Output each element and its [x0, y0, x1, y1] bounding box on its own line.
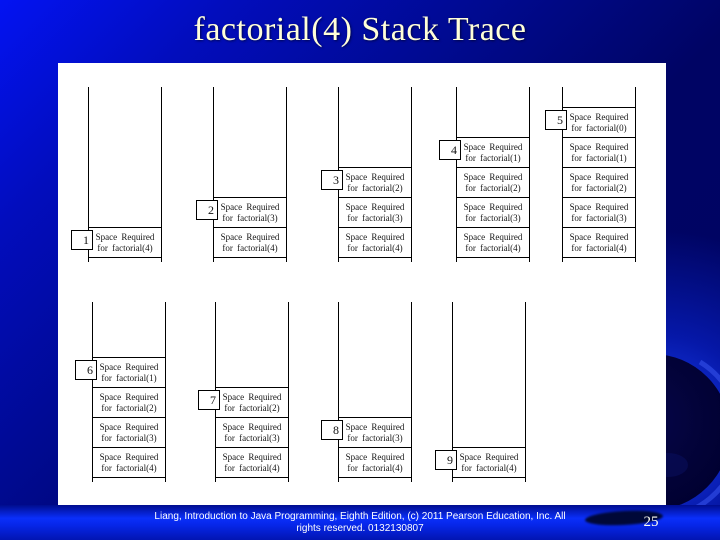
stack-frame-text-line1: Space Required	[95, 232, 155, 242]
stack-number-label: 1	[71, 230, 93, 250]
copyright-text: Liang, Introduction to Java Programming,…	[0, 511, 720, 535]
stack-number-label: 7	[198, 390, 220, 410]
stack-frame-text-line1: Space Required	[569, 172, 629, 182]
stack-frame-text-line1: Space Required	[345, 452, 405, 462]
stack-frame-text-line1: Space Required	[222, 452, 282, 462]
stack-frame-text-line2: for factorial(3)	[224, 433, 280, 443]
stack-frame-text-line2: for factorial(2)	[347, 183, 403, 193]
stack-frame-text-line1: Space Required	[569, 112, 629, 122]
stack-frame-text-line2: for factorial(4)	[97, 243, 153, 253]
stack-frame-text-line2: for factorial(4)	[347, 243, 403, 253]
stack-frame-text-line2: for factorial(4)	[222, 243, 278, 253]
stack-frame-text-line1: Space Required	[345, 202, 405, 212]
stack-frame-text-line1: Space Required	[569, 232, 629, 242]
stack-number-label: 6	[75, 360, 97, 380]
stack-frame-text-line1: Space Required	[99, 392, 159, 402]
stack-frame-text-line1: Space Required	[220, 202, 280, 212]
page-number: 25	[643, 514, 659, 530]
stack-frame-text-line2: for factorial(1)	[465, 153, 521, 163]
stack-frame-text-line1: Space Required	[222, 422, 282, 432]
stack-frame-text-line2: for factorial(4)	[224, 463, 280, 473]
stack-frame-text-line2: for factorial(3)	[347, 433, 403, 443]
stack-frame-text-line1: Space Required	[99, 422, 159, 432]
stack-frame-text-line1: Space Required	[459, 452, 519, 462]
stack-frame-text-line2: for factorial(3)	[465, 213, 521, 223]
stack-frame-text-line1: Space Required	[569, 202, 629, 212]
stack-frame-text-line1: Space Required	[345, 172, 405, 182]
stack-number-label: 3	[321, 170, 343, 190]
stack-frame-text-line1: Space Required	[345, 422, 405, 432]
stack-number-label: 5	[545, 110, 567, 130]
stack-frame-text-line2: for factorial(1)	[101, 373, 157, 383]
slide-title: factorial(4) Stack Trace	[193, 11, 527, 48]
stack-frame-text-line2: for factorial(3)	[347, 213, 403, 223]
stack-frame-text-line2: for factorial(4)	[347, 463, 403, 473]
stack-frame-text-line1: Space Required	[569, 142, 629, 152]
stack-frame-text-line2: for factorial(3)	[571, 213, 627, 223]
stack-frame-text-line1: Space Required	[463, 232, 523, 242]
stack-frame-text-line2: for factorial(4)	[461, 463, 517, 473]
stack-frame-text-line2: for factorial(2)	[101, 403, 157, 413]
stack-frame-text-line2: for factorial(0)	[571, 123, 627, 133]
stack-frame-text-line1: Space Required	[222, 392, 282, 402]
stack-frame-text-line2: for factorial(4)	[465, 243, 521, 253]
stack-frame-text-line2: for factorial(3)	[222, 213, 278, 223]
stack-frame-text-line2: for factorial(4)	[571, 243, 627, 253]
stack-frame-text-line1: Space Required	[463, 202, 523, 212]
stack-frame-text-line2: for factorial(2)	[465, 183, 521, 193]
stack-frame-text-line2: for factorial(1)	[571, 153, 627, 163]
stack-number-label: 2	[196, 200, 218, 220]
stack-frame-text-line1: Space Required	[463, 142, 523, 152]
stack-number-label: 9	[435, 450, 457, 470]
stack-frame-text-line2: for factorial(3)	[101, 433, 157, 443]
stack-frame-text-line1: Space Required	[99, 362, 159, 372]
stack-frame-text-line1: Space Required	[345, 232, 405, 242]
stack-frame-text-line1: Space Required	[220, 232, 280, 242]
stack-number-label: 4	[439, 140, 461, 160]
copyright-line-1: Liang, Introduction to Java Programming,…	[154, 511, 566, 522]
stack-frame-text-line1: Space Required	[463, 172, 523, 182]
stack-frame-text-line2: for factorial(2)	[571, 183, 627, 193]
stack-frame-text-line2: for factorial(2)	[224, 403, 280, 413]
stack-frame-text-line2: for factorial(4)	[101, 463, 157, 473]
stack-number-label: 8	[321, 420, 343, 440]
stack-frame-text-line1: Space Required	[99, 452, 159, 462]
copyright-line-2: rights reserved. 0132130807	[296, 523, 424, 534]
